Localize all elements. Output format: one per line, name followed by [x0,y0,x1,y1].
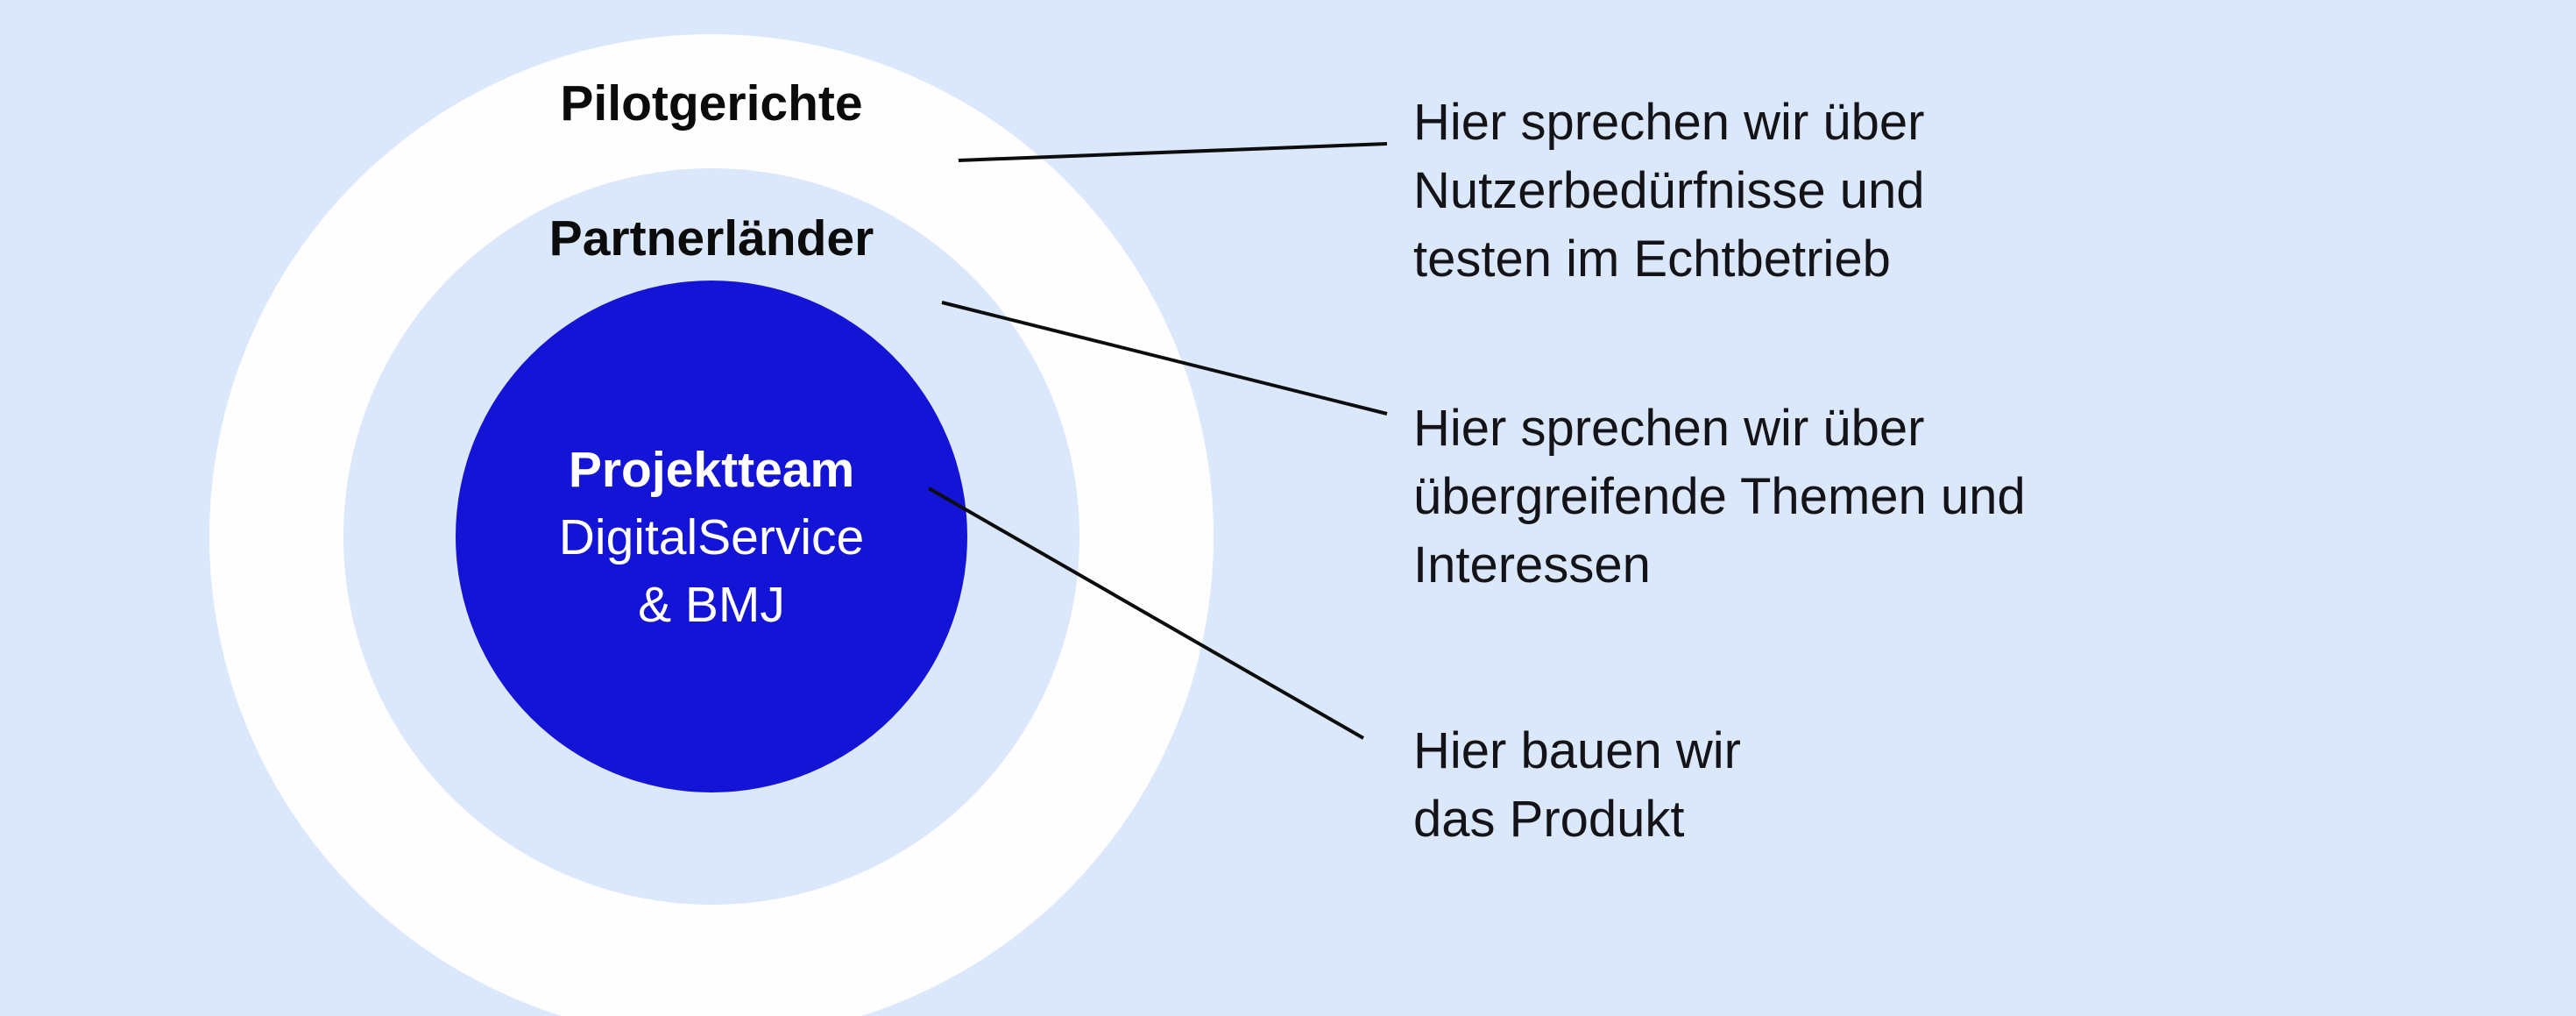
projektteam-subtitle-line2: & BMJ [638,577,785,633]
projektteam-title: Projektteam [568,442,855,498]
label-partnerlaender: Partnerländer [548,210,874,266]
inner-circle-text: Projektteam DigitalService & BMJ [456,437,967,639]
annotation-partnerlaender: Hier sprechen wir über übergreifende The… [1413,400,2026,593]
inner-circle-projektteam [456,281,967,792]
projektteam-subtitle-line1: DigitalService [558,509,865,565]
annotation-projektteam: Hier bauen wir das Produkt [1413,722,1741,848]
label-pilotgerichte: Pilotgerichte [560,75,863,131]
annotation-pilotgerichte: Hier sprechen wir über Nutzerbedürfnisse… [1413,94,1925,288]
